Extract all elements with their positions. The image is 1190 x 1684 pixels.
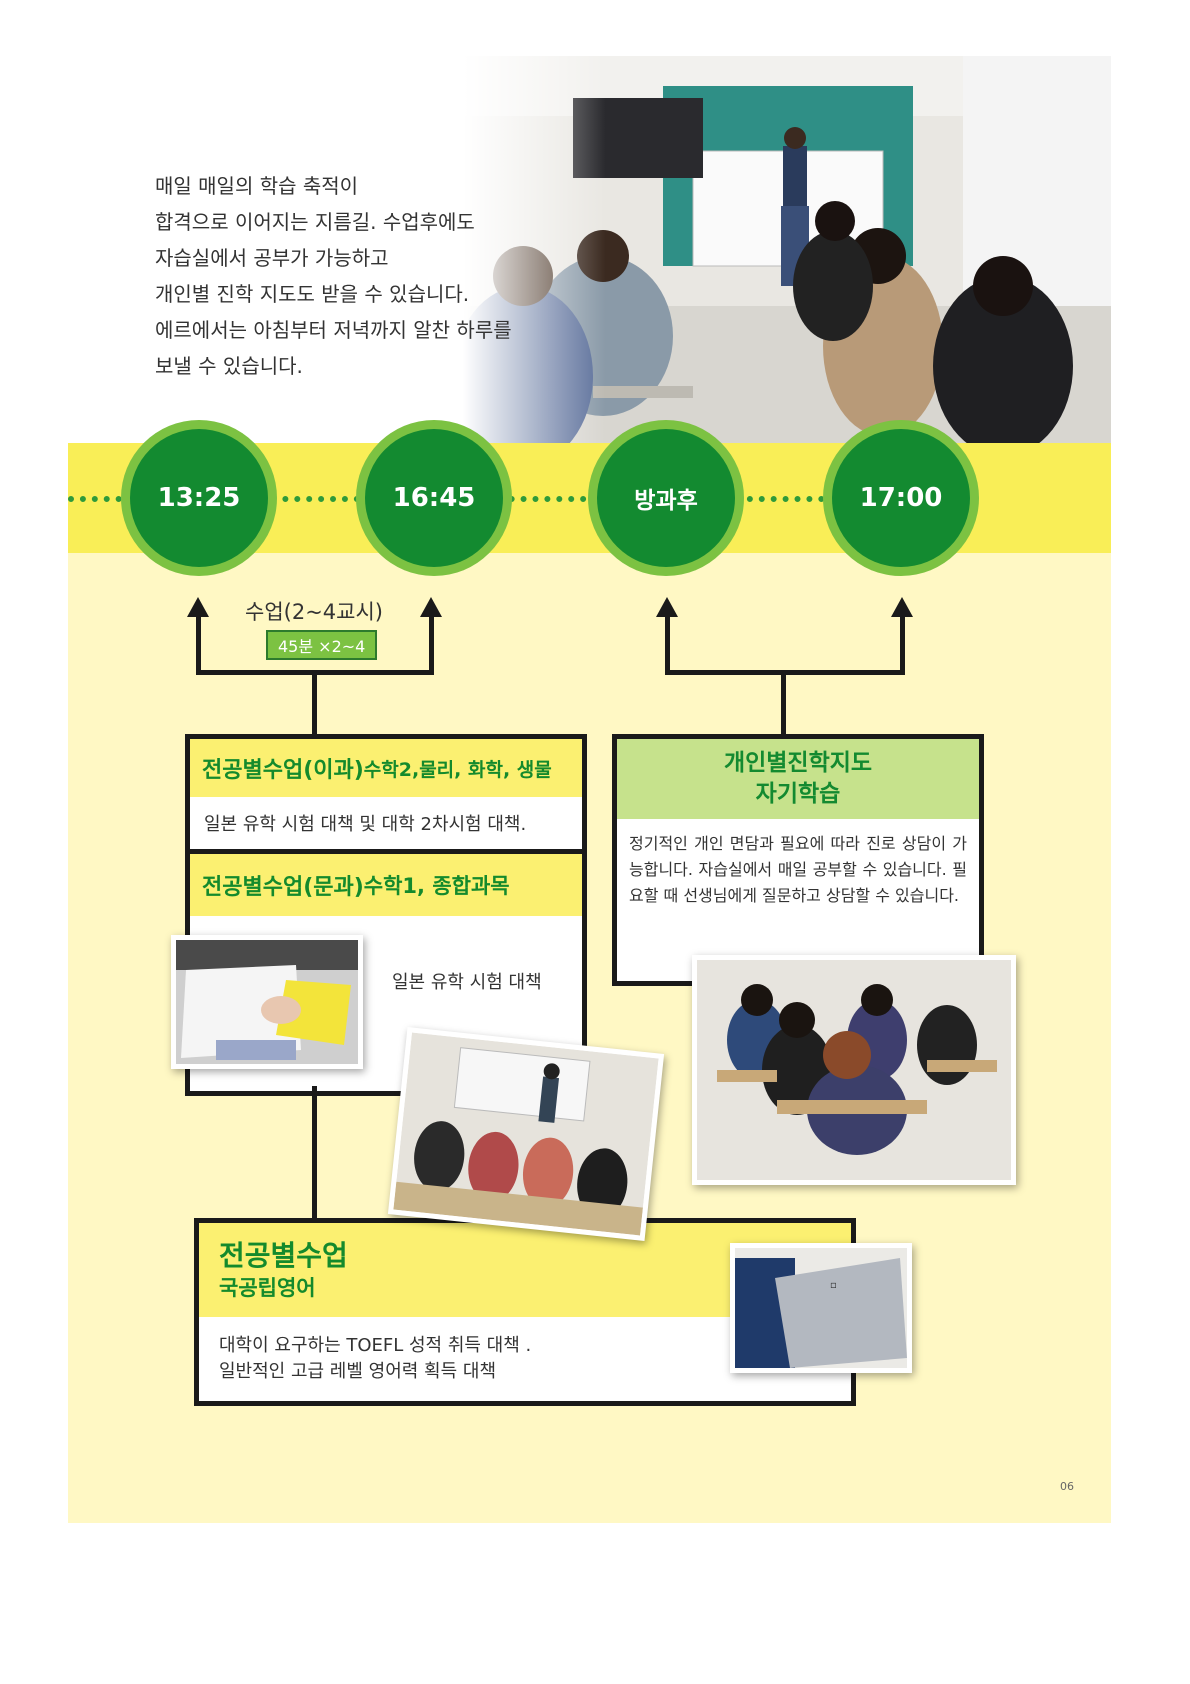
time-circle-1325: 13:25	[121, 420, 277, 576]
liberal-title: 전공별수업(문과)	[202, 875, 364, 900]
classroom-photo	[463, 56, 1111, 444]
liberal-desc: 일본 유학 시험 대책	[392, 972, 542, 993]
science-title: 전공별수업(이과)	[202, 758, 364, 783]
science-header: 전공별수업(이과) 수학2,물리, 화학, 생물	[190, 739, 582, 797]
intro-line: 개인별 진학 지도도 받을 수 있습니다.	[155, 282, 470, 306]
connector-line	[900, 615, 905, 674]
time-circle-1645: 16:45	[356, 420, 512, 576]
study-room-photo	[692, 955, 1016, 1185]
english-subtitle: 국공립영어	[219, 1276, 316, 1300]
english-desc-line: 일반적인 고급 레벨 영어력 획득 대책	[219, 1361, 497, 1382]
page-number: 06	[1060, 1480, 1074, 1493]
intro-text: 매일 매일의 학습 축적이 합격으로 이어지는 지름길. 수업후에도 자습실에서…	[155, 168, 575, 384]
connector-line	[312, 1086, 317, 1222]
class-period-label: 수업(2~4교시)	[245, 600, 383, 624]
guidance-desc: 정기적인 개인 면담과 필요에 따라 진로 상담이 가능합니다. 자습실에서 매…	[629, 834, 967, 905]
time-circle-1700: 17:00	[823, 420, 979, 576]
arrow-up-icon	[891, 597, 913, 617]
arrow-up-icon	[420, 597, 442, 617]
liberal-subjects: 수학1, 종합과목	[363, 874, 510, 898]
lecture-photo	[387, 1027, 665, 1241]
time-label: 13:25	[130, 429, 268, 567]
connector-line	[665, 615, 670, 674]
connector-line	[429, 615, 434, 674]
svg-text:▫: ▫	[830, 1280, 837, 1291]
time-label: 17:00	[832, 429, 970, 567]
liberal-header: 전공별수업(문과) 수학1, 종합과목	[190, 854, 582, 916]
science-subjects: 수학2,물리, 화학, 생물	[363, 758, 552, 781]
intro-line: 보낼 수 있습니다.	[155, 354, 303, 378]
english-desc: 대학이 요구하는 TOEFL 성적 취득 대책 . 일반적인 고급 레벨 영어력…	[199, 1317, 851, 1385]
connector-line	[781, 670, 786, 737]
arrow-up-icon	[656, 597, 678, 617]
intro-line: 자습실에서 공부가 가능하고	[155, 246, 389, 270]
textbook-photo	[171, 935, 363, 1069]
class-duration-badge: 45분 ×2~4	[266, 630, 378, 660]
time-label: 방과후	[597, 429, 735, 567]
english-textbook-photo: ▫	[730, 1243, 912, 1373]
time-circle-after-school: 방과후	[588, 420, 744, 576]
guidance-header: 개인별진학지도 자기학습	[617, 739, 979, 819]
guidance-title: 개인별진학지도	[723, 750, 873, 776]
timeline-dotted-line	[68, 496, 968, 502]
connector-line	[196, 615, 201, 674]
guidance-box: 개인별진학지도 자기학습 정기적인 개인 면담과 필요에 따라 진로 상담이 가…	[612, 734, 984, 986]
guidance-subtitle: 자기학습	[755, 781, 841, 807]
connector-line	[312, 670, 317, 737]
intro-line: 에르에서는 아침부터 저녁까지 알찬 하루를	[155, 318, 512, 342]
science-desc: 일본 유학 시험 대책 및 대학 2차시험 대책.	[190, 797, 582, 854]
intro-line: 매일 매일의 학습 축적이	[155, 174, 359, 198]
english-title: 전공별수업	[219, 1239, 348, 1272]
arrow-up-icon	[187, 597, 209, 617]
intro-line: 합격으로 이어지는 지름길. 수업후에도	[155, 210, 475, 234]
time-label: 16:45	[365, 429, 503, 567]
english-desc-line: 대학이 요구하는 TOEFL 성적 취득 대책 .	[219, 1335, 532, 1356]
